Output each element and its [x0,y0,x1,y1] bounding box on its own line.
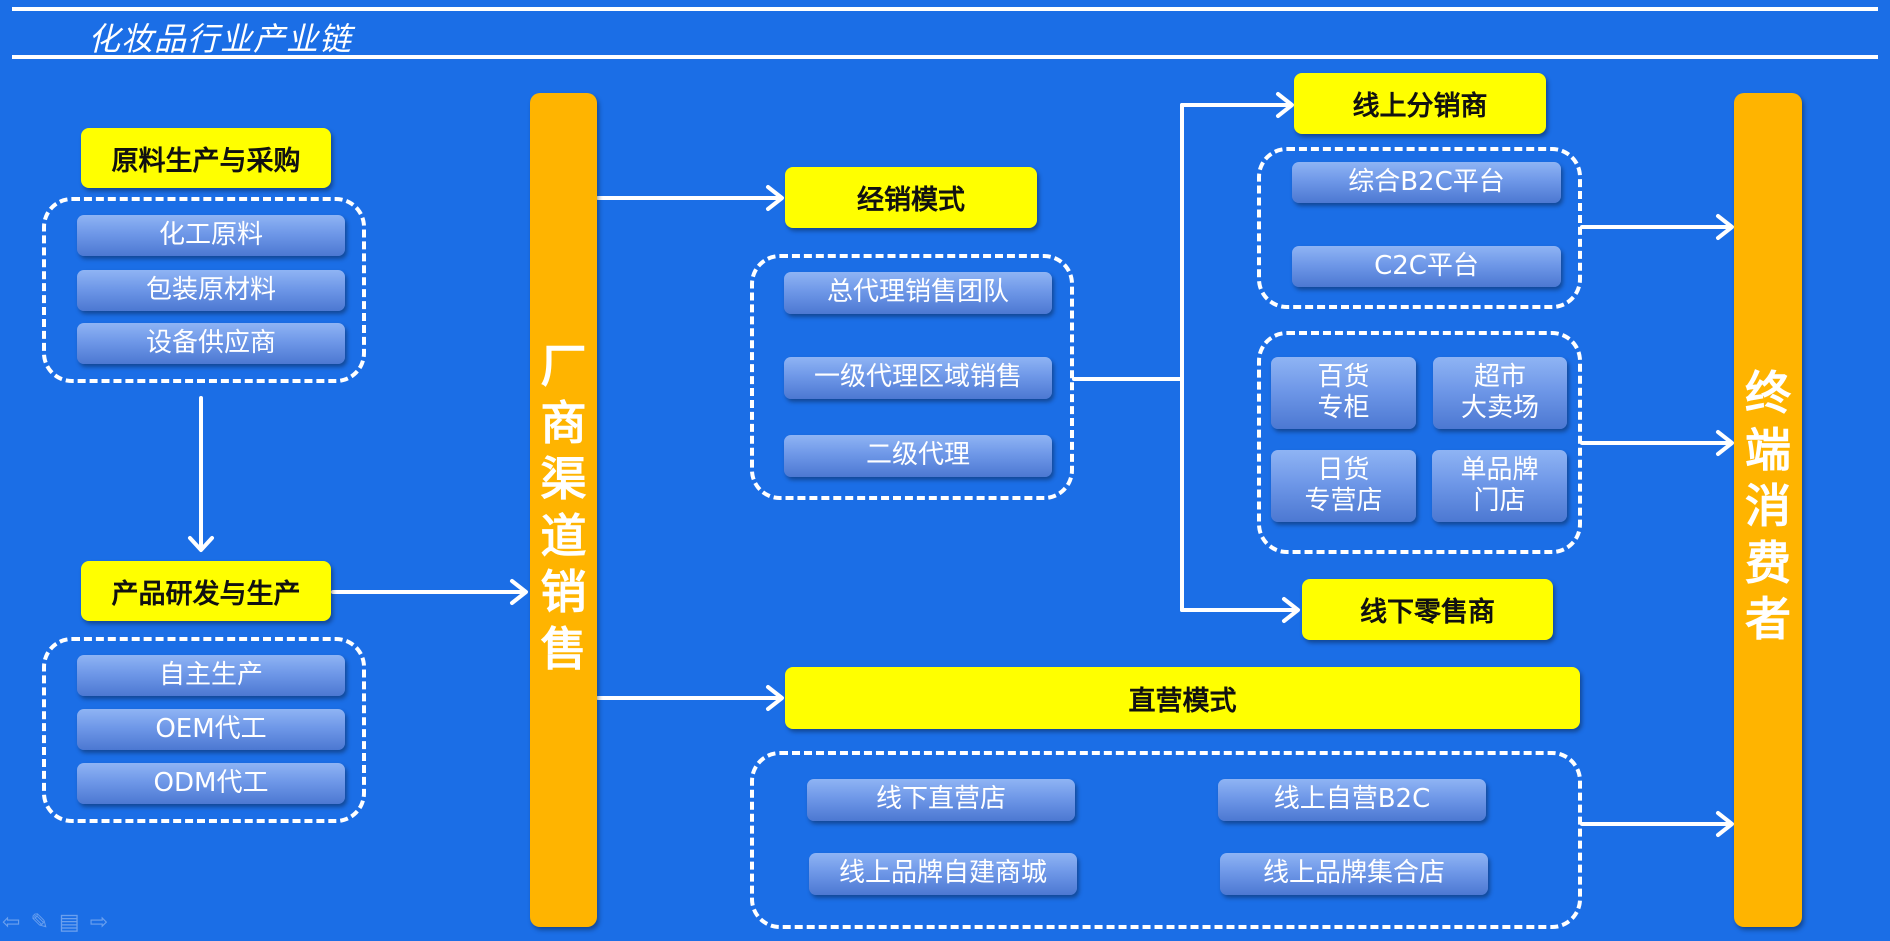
slide-nav: ⇦ ✎ ▤ ⇨ [2,910,108,935]
consumer-char: 端 [1745,422,1791,477]
direct-group [750,751,1582,929]
raw-materials-group [42,197,366,383]
channel-char: 商 [540,395,587,450]
offline-line: 日货 [1317,454,1370,485]
offline-line: 门店 [1473,486,1526,516]
offline-retail-group [1257,331,1582,554]
page-title: 化妆品行业产业链 [88,20,353,58]
consumer-char: 者 [1745,592,1791,647]
offline-item-department-store: 百货专柜 [1271,357,1416,429]
production-item-oem: OEM代工 [77,709,345,750]
offline-retailer-header: 线下零售商 [1302,579,1553,640]
offline-line: 专柜 [1317,393,1370,423]
offline-item-single-brand: 单品牌门店 [1432,450,1567,522]
production-group [42,637,366,823]
prev-icon[interactable]: ⇦ [2,910,21,935]
production-item-self: 自主生产 [77,655,345,696]
channel-char: 厂 [540,339,587,393]
dist-item-second-level: 二级代理 [784,435,1052,477]
consumer-char: 消 [1745,479,1791,534]
consumer-char: 费 [1745,535,1791,590]
pen-icon[interactable]: ✎ [30,910,49,935]
offline-item-supermarket: 超市大卖场 [1433,357,1567,429]
channel-char: 道 [540,508,587,563]
online-item-b2c: 综合B2C平台 [1292,162,1561,203]
top-rule [12,7,1878,11]
offline-item-daily-goods: 日货专营店 [1271,450,1416,522]
offline-line: 单品牌 [1460,454,1539,485]
distribution-group [750,254,1074,500]
online-distributor-group [1257,147,1582,309]
direct-item-brand-collection: 线上品牌集合店 [1220,853,1488,895]
consumer-char: 终 [1745,366,1791,420]
channel-char: 渠 [540,452,587,507]
offline-line: 大卖场 [1460,393,1539,423]
direct-item-brand-mall: 线上品牌自建商城 [809,853,1077,895]
raw-item-equipment: 设备供应商 [77,323,345,364]
raw-materials-header: 原料生产与采购 [81,128,331,188]
direct-item-online-b2c: 线上自营B2C [1218,779,1486,821]
production-item-odm: ODM代工 [77,763,345,804]
menu-icon[interactable]: ▤ [58,910,80,935]
direct-item-offline-store: 线下直营店 [807,779,1075,821]
online-distributor-header: 线上分销商 [1294,73,1546,134]
dist-item-first-level: 一级代理区域销售 [784,357,1052,399]
next-icon[interactable]: ⇨ [89,910,109,935]
production-header: 产品研发与生产 [81,561,331,621]
online-item-c2c: C2C平台 [1292,246,1561,287]
raw-item-chemicals: 化工原料 [77,215,345,256]
manufacturer-channel-bar: 厂 商 渠 道 销 售 [530,93,597,927]
offline-line: 超市 [1473,361,1526,392]
offline-line: 百货 [1317,361,1370,392]
offline-line: 专营店 [1304,486,1383,516]
distribution-header: 经销模式 [785,167,1037,228]
dist-item-general-agent: 总代理销售团队 [784,272,1052,314]
channel-char: 销 [540,565,587,620]
end-consumer-bar: 终 端 消 费 者 [1734,93,1802,927]
raw-item-packaging: 包装原材料 [77,270,345,311]
title-underline [12,55,1878,59]
direct-header: 直营模式 [785,667,1580,729]
channel-char: 售 [540,621,587,676]
